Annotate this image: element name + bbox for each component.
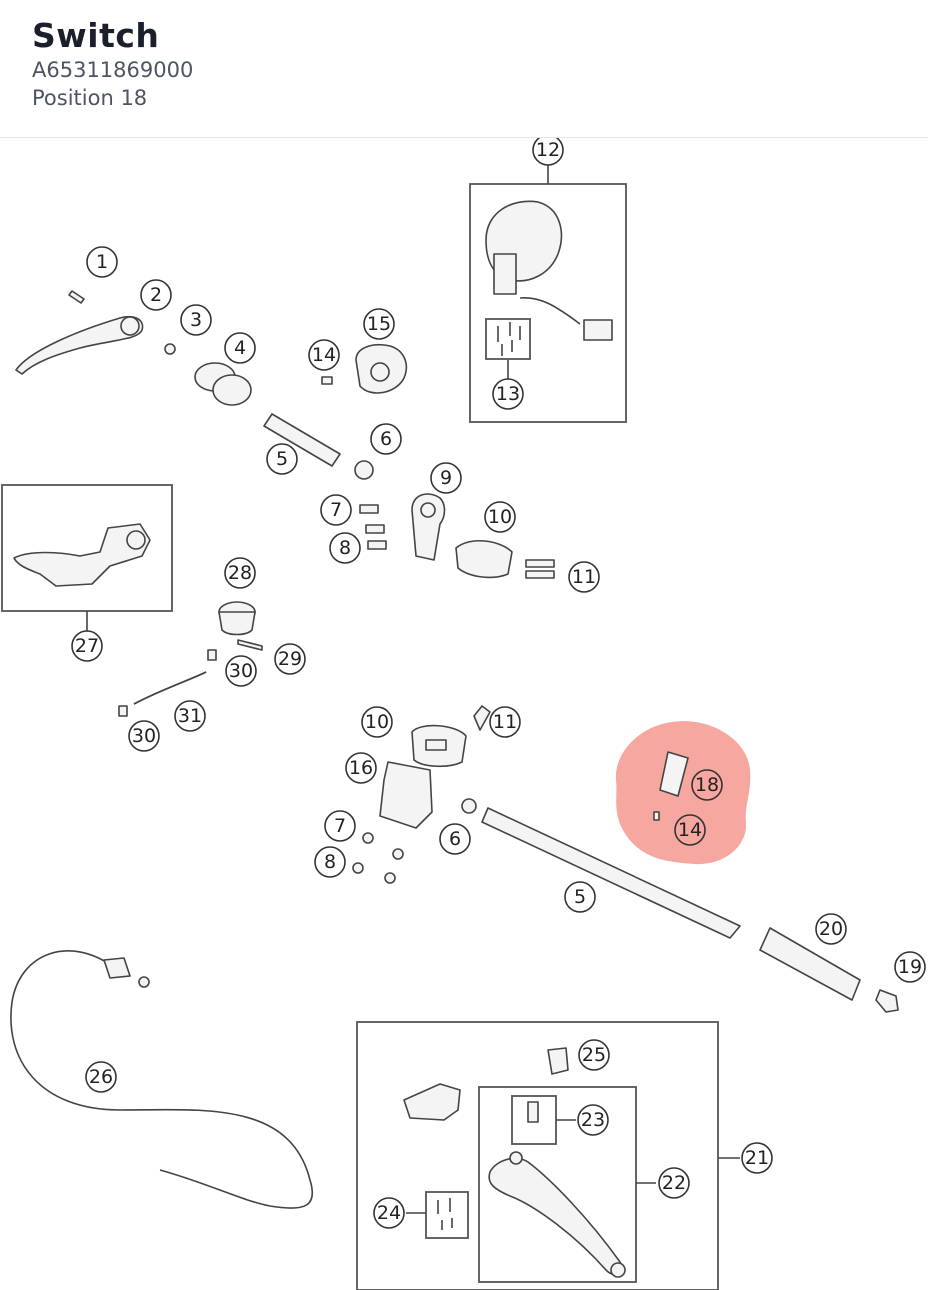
- callout-8[interactable]: 8: [314, 846, 346, 878]
- callout-20[interactable]: 20: [815, 913, 847, 945]
- brake-lever[interactable]: [15, 315, 144, 375]
- callout-24[interactable]: 24: [373, 1197, 405, 1229]
- callout-4[interactable]: 4: [224, 332, 256, 364]
- selected-part-highlight[interactable]: [615, 721, 751, 865]
- part-position: Position 18: [32, 86, 148, 110]
- svg-text:7: 7: [334, 815, 346, 837]
- callout-19[interactable]: 19: [894, 951, 926, 983]
- svg-text:9: 9: [440, 467, 452, 489]
- exploded-parts-diagram: 1 2 3 4 5 6 7 8 9 10 11 12 13 14 15 27 2…: [1, 138, 926, 1290]
- callout-28[interactable]: 28: [224, 557, 256, 589]
- callout-11[interactable]: 11: [568, 561, 600, 593]
- svg-text:5: 5: [276, 448, 288, 470]
- svg-text:12: 12: [536, 139, 560, 161]
- callout-14[interactable]: 14: [308, 339, 340, 371]
- callout-5[interactable]: 5: [266, 443, 298, 475]
- svg-text:26: 26: [89, 1066, 113, 1088]
- svg-text:10: 10: [365, 711, 389, 733]
- callout-9[interactable]: 9: [430, 462, 462, 494]
- callout-26[interactable]: 26: [85, 1061, 117, 1093]
- switch-part-18[interactable]: [659, 751, 689, 797]
- svg-text:5: 5: [574, 886, 586, 908]
- callout-16[interactable]: 16: [345, 752, 377, 784]
- svg-text:15: 15: [367, 313, 391, 335]
- svg-text:25: 25: [582, 1044, 606, 1066]
- svg-text:3: 3: [190, 309, 202, 331]
- part-title: Switch: [32, 16, 160, 55]
- svg-text:27: 27: [75, 635, 99, 657]
- svg-text:6: 6: [380, 428, 392, 450]
- handlebar[interactable]: [481, 807, 741, 939]
- callout-31[interactable]: 31: [174, 700, 206, 732]
- lever-box: [478, 1086, 637, 1283]
- callout-14-selected[interactable]: 14: [674, 814, 706, 846]
- svg-text:24: 24: [377, 1202, 401, 1224]
- callout-5[interactable]: 5: [564, 881, 596, 913]
- callout-22[interactable]: 22: [658, 1167, 690, 1199]
- svg-text:21: 21: [745, 1147, 769, 1169]
- svg-text:4: 4: [234, 337, 246, 359]
- svg-text:1: 1: [96, 251, 108, 273]
- part-number: A65311869000: [32, 58, 194, 82]
- svg-text:30: 30: [132, 725, 156, 747]
- svg-text:14: 14: [678, 819, 702, 841]
- callout-12[interactable]: 12: [532, 138, 564, 166]
- clutch-assembly-box: [356, 1021, 719, 1290]
- svg-text:18: 18: [695, 774, 719, 796]
- callout-6[interactable]: 6: [439, 823, 471, 855]
- svg-text:8: 8: [339, 537, 351, 559]
- callout-6[interactable]: 6: [370, 423, 402, 455]
- callout-23[interactable]: 23: [577, 1104, 609, 1136]
- callout-7[interactable]: 7: [320, 494, 352, 526]
- callout-3[interactable]: 3: [180, 304, 212, 336]
- svg-text:8: 8: [324, 851, 336, 873]
- clutch-cable[interactable]: [10, 950, 314, 1209]
- svg-text:31: 31: [178, 705, 202, 727]
- svg-text:10: 10: [488, 506, 512, 528]
- callout-10[interactable]: 10: [484, 501, 516, 533]
- svg-text:6: 6: [449, 828, 461, 850]
- callout-13[interactable]: 13: [492, 378, 524, 410]
- svg-text:13: 13: [496, 383, 520, 405]
- bolt-box-13: [485, 318, 531, 360]
- callout-30[interactable]: 30: [225, 655, 257, 687]
- callout-1[interactable]: 1: [86, 246, 118, 278]
- svg-text:14: 14: [312, 344, 336, 366]
- svg-text:7: 7: [330, 499, 342, 521]
- svg-text:20: 20: [819, 918, 843, 940]
- callout-27[interactable]: 27: [71, 630, 103, 662]
- callout-29[interactable]: 29: [274, 643, 306, 675]
- svg-text:11: 11: [493, 711, 517, 733]
- svg-text:2: 2: [150, 284, 162, 306]
- callout-11[interactable]: 11: [489, 706, 521, 738]
- callout-2[interactable]: 2: [140, 279, 172, 311]
- bolt-box-24: [425, 1191, 469, 1239]
- svg-text:16: 16: [349, 757, 373, 779]
- svg-text:19: 19: [898, 956, 922, 978]
- svg-text:23: 23: [581, 1109, 605, 1131]
- svg-text:22: 22: [662, 1172, 686, 1194]
- callout-25[interactable]: 25: [578, 1039, 610, 1071]
- callout-30[interactable]: 30: [128, 720, 160, 752]
- svg-text:11: 11: [572, 566, 596, 588]
- callout-21[interactable]: 21: [741, 1142, 773, 1174]
- callout-8[interactable]: 8: [329, 532, 361, 564]
- callout-7[interactable]: 7: [324, 810, 356, 842]
- svg-text:30: 30: [229, 660, 253, 682]
- throttle-grip[interactable]: [759, 927, 861, 1001]
- svg-text:29: 29: [278, 648, 302, 670]
- callout-10[interactable]: 10: [361, 706, 393, 738]
- part-header: Switch A65311869000 Position 18: [0, 0, 928, 138]
- callout-18-selected[interactable]: 18: [691, 769, 723, 801]
- callout-15[interactable]: 15: [363, 308, 395, 340]
- clutch-lever[interactable]: [488, 1157, 623, 1276]
- svg-text:28: 28: [228, 562, 252, 584]
